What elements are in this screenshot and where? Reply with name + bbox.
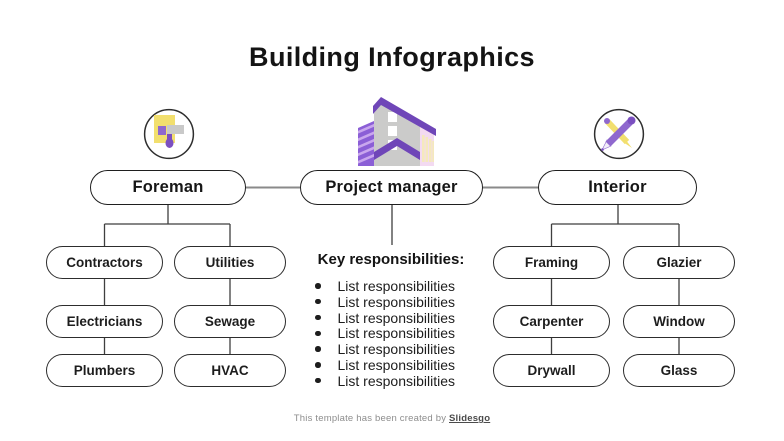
responsibility-item: List responsibilities (308, 310, 455, 326)
bullet-icon (315, 346, 321, 352)
responsibility-item: List responsibilities (308, 341, 455, 357)
responsibilities-list: List responsibilities List responsibilit… (308, 278, 455, 389)
bullet-icon (315, 362, 321, 368)
responsibility-text: List responsibilities (337, 277, 456, 294)
tree-node-drywall: Drywall (493, 354, 610, 387)
tree-node-sewage: Sewage (174, 305, 286, 338)
responsibility-item: List responsibilities (308, 373, 455, 389)
responsibility-text: List responsibilities (337, 309, 456, 326)
tree-node-project-manager: Project manager (300, 170, 483, 205)
tree-node-glazier: Glazier (623, 246, 735, 279)
responsibilities-heading: Key responsibilities: (317, 251, 465, 268)
responsibility-text: List responsibilities (337, 325, 456, 342)
bullet-icon (315, 314, 321, 321)
page-title: Building Infographics (249, 42, 535, 72)
tree-node-interior: Interior (538, 170, 697, 205)
blueprint-stamp-icon (143, 108, 195, 160)
responsibility-text: List responsibilities (337, 356, 456, 373)
tree-node-glass: Glass (623, 354, 735, 387)
bullet-icon (315, 330, 321, 337)
responsibility-item: List responsibilities (308, 294, 455, 310)
responsibility-text: List responsibilities (337, 341, 456, 358)
tree-node-framing: Framing (493, 246, 610, 279)
bullet-icon (315, 298, 321, 305)
tree-node-carpenter: Carpenter (493, 305, 610, 338)
crossed-pencils-icon (593, 108, 645, 160)
slidesgo-link[interactable]: Slidesgo (449, 413, 491, 424)
tree-node-hvac: HVAC (174, 354, 286, 387)
responsibility-text: List responsibilities (337, 372, 456, 389)
responsibility-item: List responsibilities (308, 278, 455, 294)
tree-node-electricians: Electricians (46, 305, 163, 338)
building-icon (344, 90, 440, 168)
responsibility-item: List responsibilities (308, 357, 455, 373)
tree-node-window: Window (623, 305, 735, 338)
bullet-icon (315, 377, 321, 384)
responsibility-text: List responsibilities (337, 293, 456, 310)
tree-node-foreman: Foreman (90, 170, 246, 205)
responsibility-item: List responsibilities (308, 325, 455, 341)
footer-credit: This template has been created by Slides… (0, 413, 784, 424)
tree-node-contractors: Contractors (46, 246, 163, 279)
bullet-icon (315, 283, 321, 289)
tree-node-utilities: Utilities (174, 246, 286, 279)
tree-node-plumbers: Plumbers (46, 354, 163, 387)
footer-text: This template has been created by (293, 413, 447, 424)
